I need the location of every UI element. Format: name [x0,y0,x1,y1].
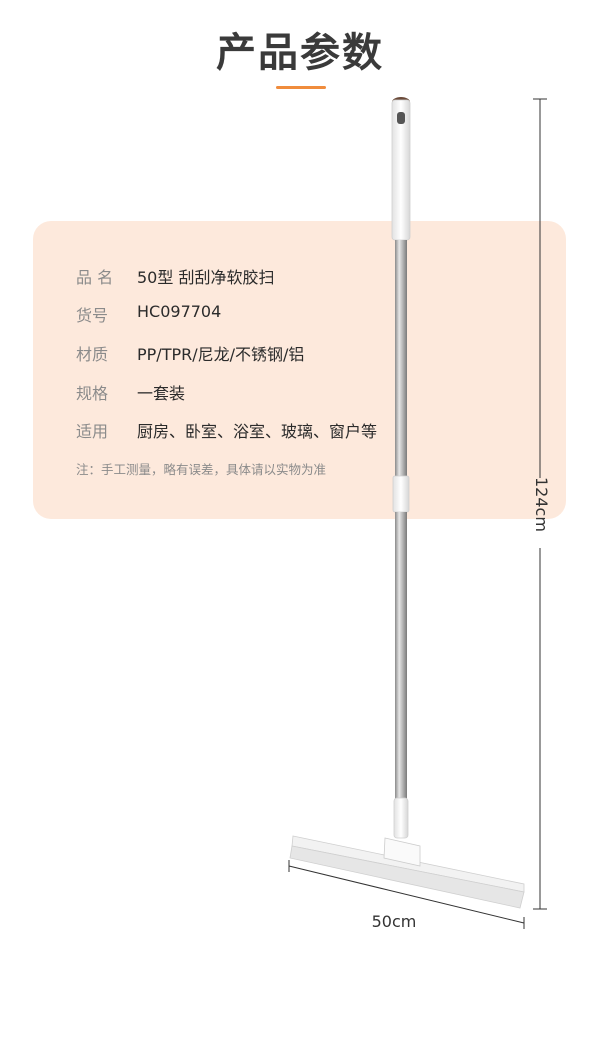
spec-value: 50型 刮刮净软胶扫 [137,268,275,287]
page-title: 产品参数 [216,30,384,76]
spec-value: 厨房、卧室、浴室、玻璃、窗户等 [137,422,378,441]
spec-label: 规格 [76,384,109,403]
spec-panel [33,221,566,519]
spec-value: HC097704 [137,302,222,321]
width-dim-line [288,865,525,924]
spec-label: 品 名 [76,268,114,287]
upper-pole [395,240,407,478]
hang-hole [397,112,405,124]
measurement-note: 注：手工测量，略有误差，具体请以实物为准 [76,462,327,477]
squeegee-blade [289,845,525,909]
spec-value: 一套装 [137,384,186,403]
width-dimension-label: 50cm [371,912,417,931]
title-accent-line [276,86,326,89]
spec-label: 材质 [76,345,109,364]
spec-value: PP/TPR/尼龙/不锈钢/铝 [137,345,305,364]
squeegee-connector [383,837,421,867]
lower-pole [395,512,407,800]
spec-label: 适用 [76,422,109,441]
pole-neck [393,797,409,839]
pole-joint [392,475,410,513]
height-dimension-label: 124cm [532,477,551,532]
spec-label: 货号 [76,306,109,325]
